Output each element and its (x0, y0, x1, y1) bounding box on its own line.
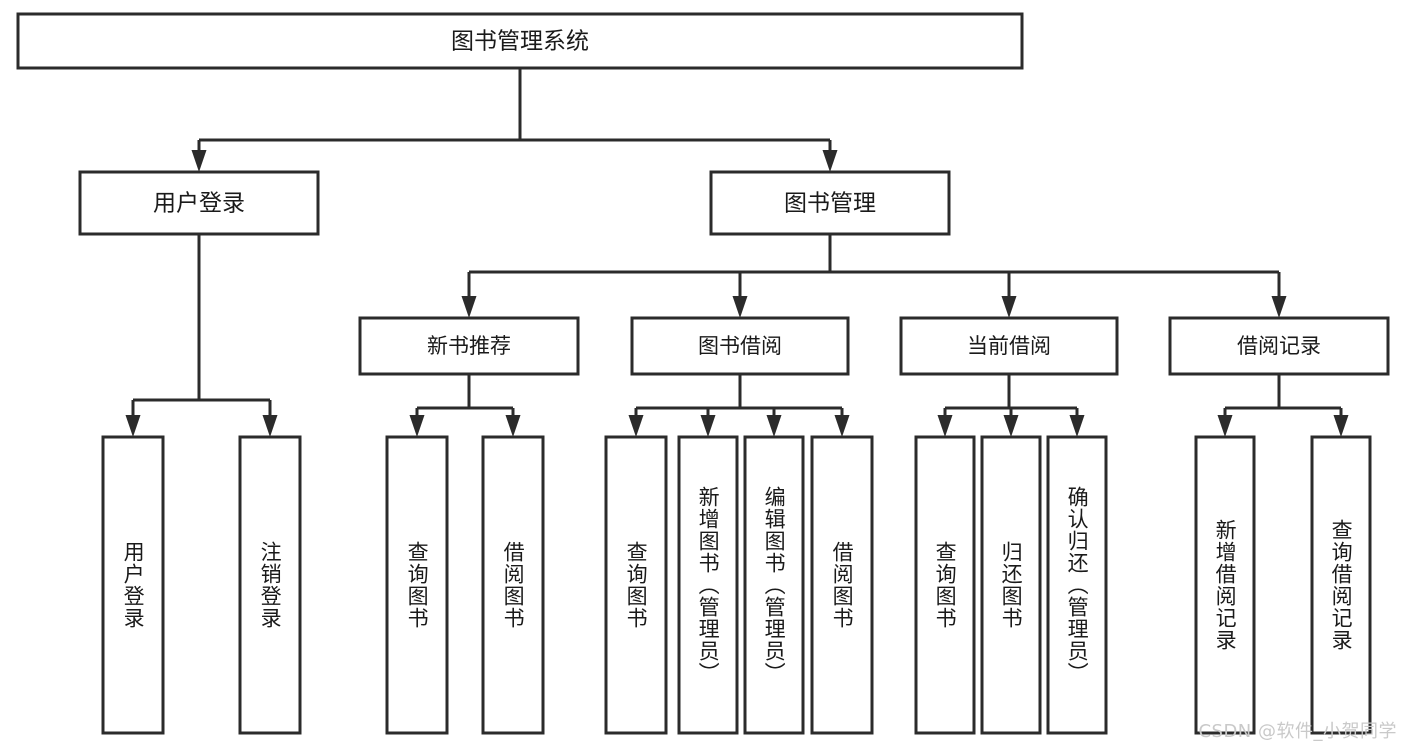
edge-root-arrow-0-head (191, 150, 207, 172)
edge-当前借阅-arrow-0 (937, 408, 953, 437)
node-图书管理系统-root-rect[interactable] (16, 12, 1024, 70)
leaf-7-借阅图书[interactable] (810, 435, 874, 735)
node-新书推荐-rect[interactable] (358, 316, 580, 376)
edge-userlogin-arrow-1 (262, 400, 278, 437)
edge-图书借阅-arrow-2 (766, 408, 782, 437)
leaf-11-新增借阅记录-rect[interactable] (1194, 435, 1256, 735)
edge-当前借阅-arrow-2-head (1069, 415, 1085, 437)
leaf-5-新增图书管理员-rect[interactable] (677, 435, 739, 735)
leaf-0-用户登录[interactable] (101, 435, 165, 735)
node-当前借阅-label: 当前借阅 (967, 334, 1051, 358)
leaf-12-查询借阅记录-rect[interactable] (1310, 435, 1372, 735)
leaf-0-用户登录-rect[interactable] (101, 435, 165, 735)
edge-新书推荐-arrow-1-head (505, 415, 521, 437)
edge-图书借阅-arrow-1-head (700, 415, 716, 437)
leaf-2-查询图书-rect[interactable] (385, 435, 449, 735)
edge-root-arrow-1 (822, 140, 838, 172)
leaf-7-借阅图书-rect[interactable] (810, 435, 874, 735)
node-新书推荐-label: 新书推荐 (427, 334, 511, 358)
leaf-9-归还图书-rect[interactable] (980, 435, 1042, 735)
leaf-12-查询借阅记录[interactable] (1310, 435, 1372, 735)
edge-图书借阅-arrow-0-head (628, 415, 644, 437)
edge-bookmgmt-arrow-1 (732, 272, 748, 318)
leaf-6-编辑图书管理员[interactable] (743, 435, 805, 735)
edge-图书借阅-arrow-1 (700, 408, 716, 437)
leaf-2-查询图书[interactable] (385, 435, 449, 735)
node-用户登录-label: 用户登录 (153, 191, 245, 217)
edges-layer (125, 68, 1349, 437)
edge-当前借阅-arrow-1 (1003, 408, 1019, 437)
edge-bookmgmt-arrow-3-head (1271, 296, 1287, 318)
node-用户登录[interactable]: 用户登录 (78, 170, 320, 236)
edge-root-arrow-0 (191, 140, 207, 172)
edge-新书推荐-arrow-1 (505, 408, 521, 437)
edge-新书推荐-arrow-0-head (409, 415, 425, 437)
edge-图书借阅-arrow-3 (834, 408, 850, 437)
node-图书借阅[interactable]: 图书借阅 (630, 316, 850, 376)
node-图书管理系统-root[interactable]: 图书管理系统 (16, 12, 1024, 70)
edge-bookmgmt-arrow-1-head (732, 296, 748, 318)
node-图书借阅-rect[interactable] (630, 316, 850, 376)
edge-借阅记录-arrow-1-head (1333, 415, 1349, 437)
edge-图书借阅-arrow-3-head (834, 415, 850, 437)
node-图书管理-label: 图书管理 (784, 191, 876, 217)
edge-bookmgmt-arrow-2 (1001, 272, 1017, 318)
edge-借阅记录-arrow-0-head (1217, 415, 1233, 437)
node-图书管理系统-root-label: 图书管理系统 (451, 29, 589, 55)
watermark-text: CSDN @软件_小贺同学 (1198, 721, 1397, 742)
edge-bookmgmt-arrow-3 (1271, 272, 1287, 318)
edge-bookmgmt-arrow-0-head (461, 296, 477, 318)
edge-图书借阅-arrow-0 (628, 408, 644, 437)
leaf-5-新增图书管理员[interactable] (677, 435, 739, 735)
node-用户登录-rect[interactable] (78, 170, 320, 236)
node-图书管理-rect[interactable] (709, 170, 951, 236)
leaf-3-借阅图书[interactable] (481, 435, 545, 735)
edge-借阅记录-arrow-0 (1217, 408, 1233, 437)
leaf-10-确认归还管理员[interactable] (1046, 435, 1108, 735)
leaf-8-查询图书[interactable] (914, 435, 976, 735)
leaf-1-注销登录-rect[interactable] (238, 435, 302, 735)
edge-root-arrow-1-head (822, 150, 838, 172)
leaf-4-查询图书-rect[interactable] (604, 435, 668, 735)
node-图书管理[interactable]: 图书管理 (709, 170, 951, 236)
node-借阅记录-label: 借阅记录 (1237, 334, 1321, 358)
node-当前借阅[interactable]: 当前借阅 (899, 316, 1119, 376)
leaf-10-确认归还管理员-rect[interactable] (1046, 435, 1108, 735)
edge-当前借阅-arrow-1-head (1003, 415, 1019, 437)
edge-userlogin-arrow-0-head (125, 415, 141, 437)
edge-bookmgmt-arrow-2-head (1001, 296, 1017, 318)
edge-userlogin-arrow-1-head (262, 415, 278, 437)
edge-图书借阅-arrow-2-head (766, 415, 782, 437)
leaf-3-借阅图书-rect[interactable] (481, 435, 545, 735)
edge-当前借阅-arrow-2 (1069, 408, 1085, 437)
leaf-6-编辑图书管理员-rect[interactable] (743, 435, 805, 735)
node-借阅记录[interactable]: 借阅记录 (1168, 316, 1390, 376)
leaf-11-新增借阅记录[interactable] (1194, 435, 1256, 735)
leaf-4-查询图书[interactable] (604, 435, 668, 735)
edge-bookmgmt-arrow-0 (461, 272, 477, 318)
leaf-1-注销登录[interactable] (238, 435, 302, 735)
node-借阅记录-rect[interactable] (1168, 316, 1390, 376)
leaf-8-查询图书-rect[interactable] (914, 435, 976, 735)
node-图书借阅-label: 图书借阅 (698, 334, 782, 358)
node-当前借阅-rect[interactable] (899, 316, 1119, 376)
edge-新书推荐-arrow-0 (409, 408, 425, 437)
edge-userlogin-arrow-0 (125, 400, 141, 437)
node-新书推荐[interactable]: 新书推荐 (358, 316, 580, 376)
edge-当前借阅-arrow-0-head (937, 415, 953, 437)
edge-借阅记录-arrow-1 (1333, 408, 1349, 437)
leaf-9-归还图书[interactable] (980, 435, 1042, 735)
